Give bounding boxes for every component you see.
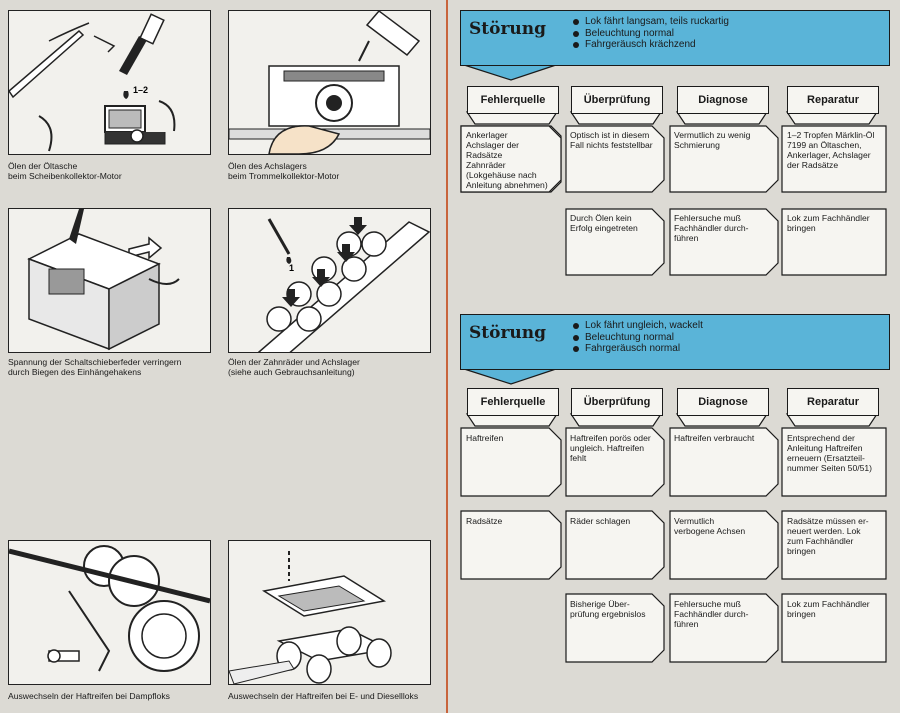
page-divider (446, 0, 448, 713)
table-cell: Lok zum Fachhändler bringen (787, 213, 870, 233)
symptom-item: Lok fährt ungleich, wackelt (573, 320, 703, 332)
caption-traction-tire-steam: Auswechseln der Haftreifen bei Dampfloks (8, 691, 170, 701)
table-cell: Haftreifen (466, 433, 504, 443)
oiling-gears-illustration: 1 (228, 208, 431, 353)
symptom-list: Lok fährt langsam, teils ruckartig Beleu… (573, 16, 729, 51)
caption-oiling-disc-motor: Ölen der Öltasche beim Scheibenkollektor… (8, 161, 122, 181)
traction-tire-electric-illustration (228, 540, 431, 685)
table-cell: Fehlersuche muß Fachhändler durch- führe… (674, 599, 749, 629)
caption-switch-spring: Spannung der Schaltschieberfeder verring… (8, 357, 182, 377)
table-cell: 1–2 Tropfen Märklin-Öl 7199 an Öltaschen… (787, 130, 875, 170)
caption-oiling-gears: Ölen der Zahnräder und Achslager (siehe … (228, 357, 360, 377)
flow-arrows (460, 63, 887, 663)
header-check: Überprüfung (571, 388, 663, 416)
illustration-panel: 1–2 Ölen der Öltasche beim Scheibenkolle… (0, 0, 446, 713)
table-cell: Durch Ölen kein Erfolg eingetreten (570, 213, 638, 233)
header-fault-source: Fehlerquelle (467, 388, 559, 416)
drop-amount-label: 1–2 (133, 85, 148, 95)
table-cell: Ankerlager Achslager der Radsätze Zahnrä… (466, 130, 548, 190)
symptom-item: Fahrgeräusch krächzend (573, 39, 729, 51)
fault-title: Störung (469, 19, 547, 39)
table-cell: Haftreifen porös oder ungleich. Haftreif… (570, 433, 651, 463)
troubleshooting-panel: Störung Lok fährt langsam, teils ruckart… (449, 0, 900, 713)
fault-banner-1: Störung Lok fährt langsam, teils ruckart… (460, 10, 890, 66)
fault-banner-2: Störung Lok fährt ungleich, wackelt Bele… (460, 314, 890, 370)
table-cell: Haftreifen verbraucht (674, 433, 755, 443)
header-fault-source: Fehlerquelle (467, 86, 559, 114)
table-cell: Radsätze müssen er- neuert werden. Lok z… (787, 516, 869, 556)
symptom-item: Lok fährt langsam, teils ruckartig (573, 16, 729, 28)
table-cell: Radsätze (466, 516, 503, 526)
table-cell: Optisch ist in diesem Fall nichts festst… (570, 130, 653, 150)
traction-tire-steam-illustration (8, 540, 211, 685)
drop-count-label: 1 (289, 263, 294, 273)
header-diagnosis: Diagnose (677, 86, 769, 114)
table-cell: Räder schlagen (570, 516, 631, 526)
fault-title: Störung (469, 323, 547, 343)
symptom-item: Beleuchtung normal (573, 332, 703, 344)
switch-spring-illustration (8, 208, 211, 353)
symptom-item: Beleuchtung normal (573, 28, 729, 40)
symptom-item: Fahrgeräusch normal (573, 343, 703, 355)
header-check: Überprüfung (571, 86, 663, 114)
table-cell: Fehlersuche muß Fachhändler durch- führe… (674, 213, 749, 243)
symptom-list: Lok fährt ungleich, wackelt Beleuchtung … (573, 320, 703, 355)
table-cell: Lok zum Fachhändler bringen (787, 599, 870, 619)
caption-traction-tire-electric: Auswechseln der Haftreifen bei E- und Di… (228, 691, 419, 701)
table-cell: Vermutlich zu wenig Schmierung (674, 130, 751, 150)
table-cell: Vermutlich verbogene Achsen (674, 516, 746, 536)
table-cell: Bisherige Über- prüfung ergebnislos (570, 599, 646, 619)
oiling-axle-bearing-illustration (228, 10, 431, 155)
header-repair: Reparatur (787, 86, 879, 114)
header-diagnosis: Diagnose (677, 388, 769, 416)
header-repair: Reparatur (787, 388, 879, 416)
table-cell: Entsprechend der Anleitung Haftreifen er… (787, 433, 873, 473)
oiling-disc-motor-illustration: 1–2 (8, 10, 211, 155)
caption-oiling-axle-bearing: Ölen des Achslagers beim Trommelkollekto… (228, 161, 340, 181)
